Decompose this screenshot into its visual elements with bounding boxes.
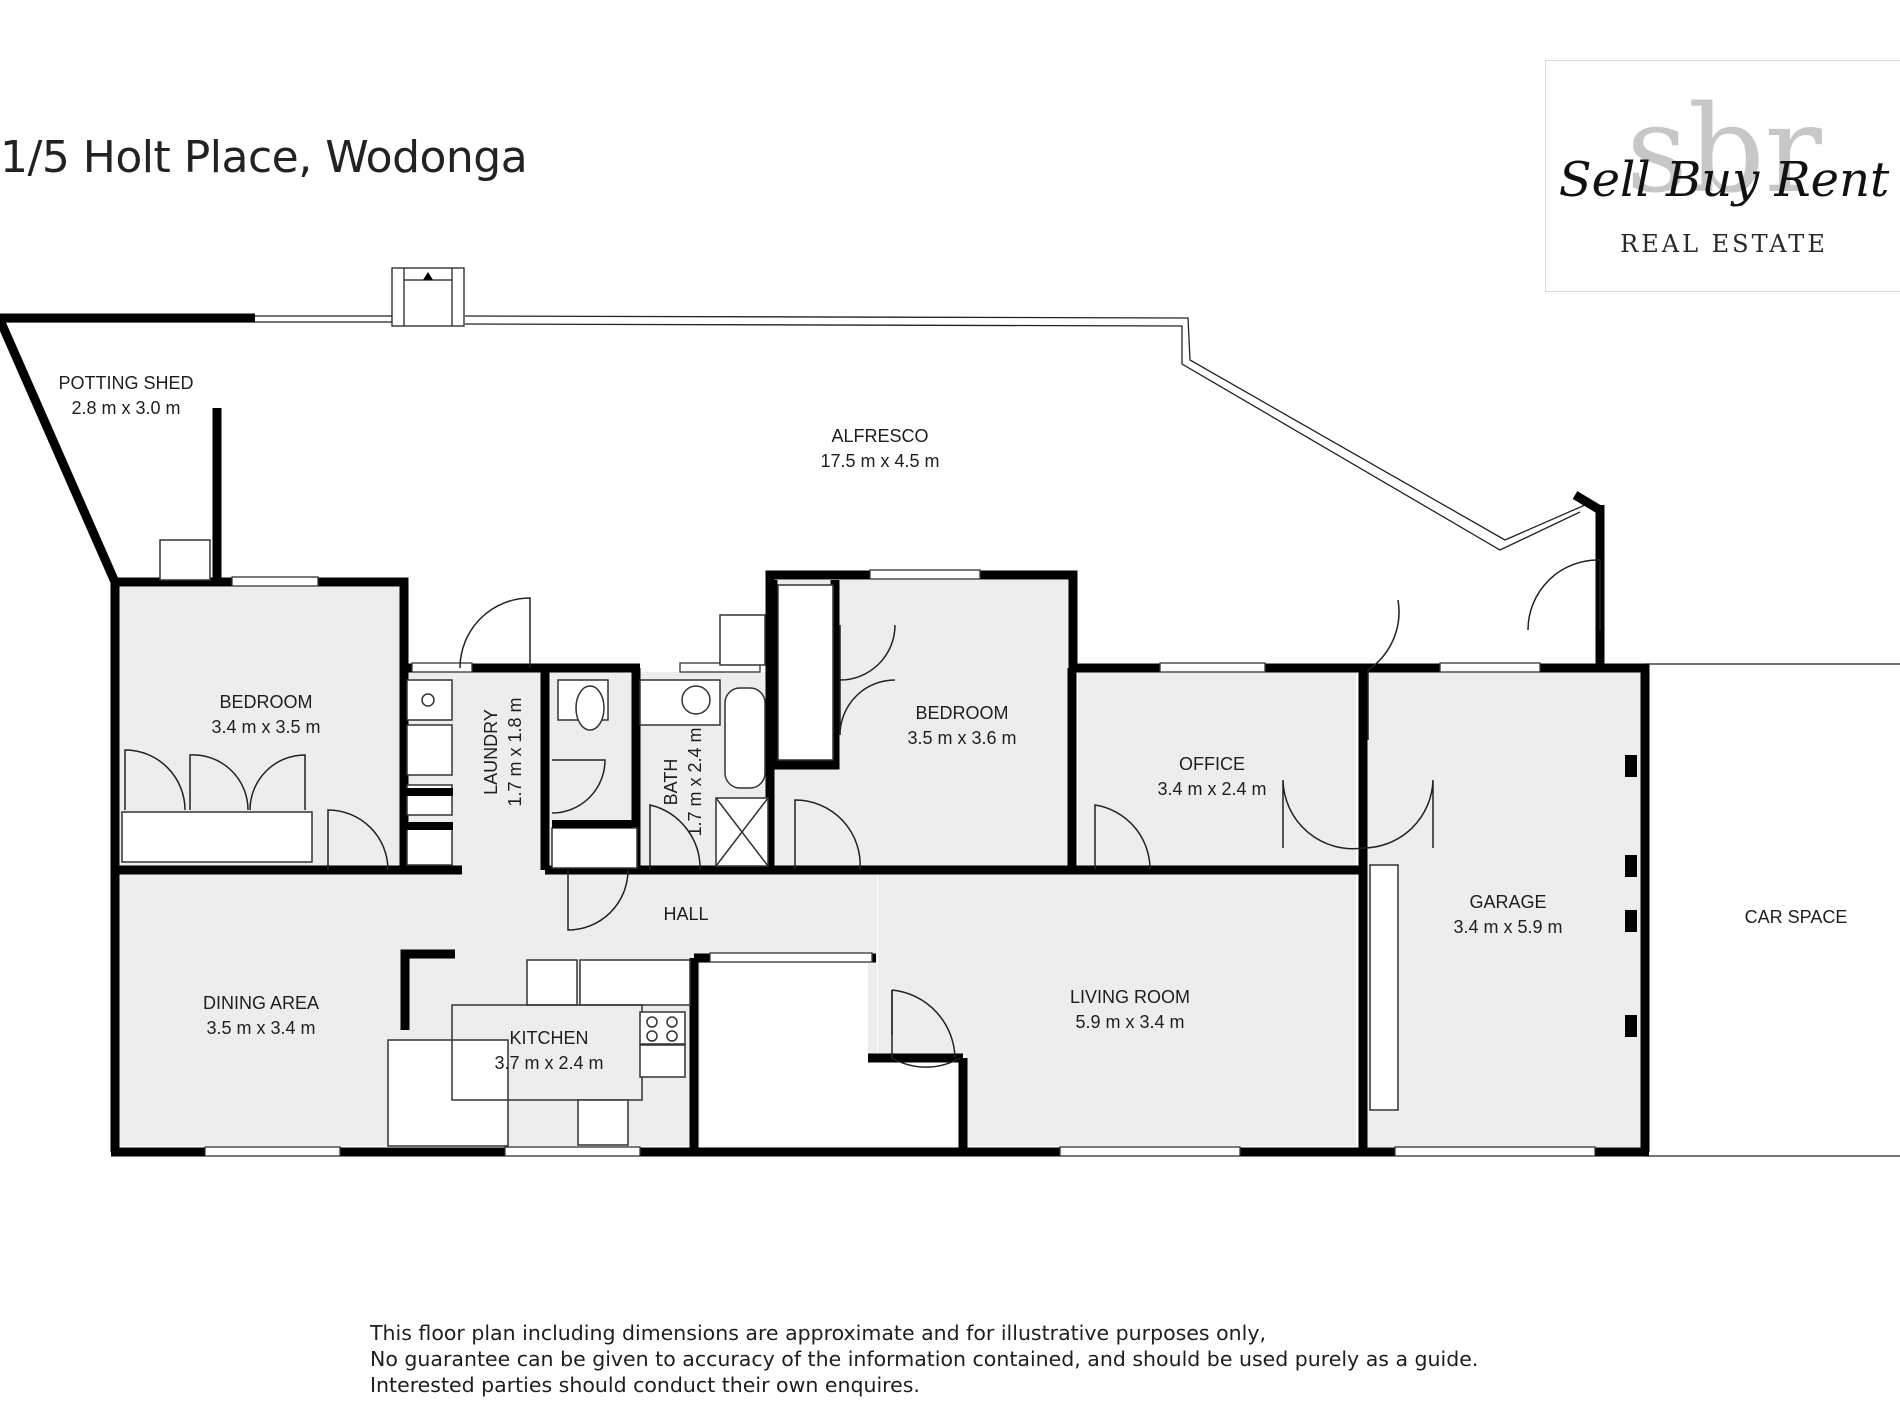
laundry-name: LAUNDRY [481, 709, 501, 795]
living-name: LIVING ROOM [1070, 987, 1190, 1007]
car-space-name: CAR SPACE [1745, 907, 1848, 927]
bath-name: BATH [661, 759, 681, 806]
disclaimer-line: No guarantee can be given to accuracy of… [370, 1347, 1479, 1371]
logo-script: Sell Buy Rent [1559, 152, 1890, 208]
bedroom-2-dims: 3.5 m x 3.6 m [907, 728, 1016, 748]
garage-name: GARAGE [1469, 892, 1546, 912]
room-labels: POTTING SHED 2.8 m x 3.0 m ALFRESCO 17.5… [58, 373, 1847, 1073]
garage-wall-piers [405, 755, 1637, 1037]
hall-name: HALL [663, 904, 708, 924]
windows [204, 569, 1596, 1157]
interior-voids [387, 963, 966, 1156]
agency-logo-graphic: sbr Sell Buy Rent REAL ESTATE [1559, 81, 1890, 258]
dining-dims: 3.5 m x 3.4 m [206, 1018, 315, 1038]
kitchen-sink-icon [577, 1099, 629, 1146]
cooktop-icon [639, 1011, 686, 1045]
property-address-title: 1/5 Holt Place, Wodonga [0, 132, 528, 183]
washer-icon [406, 724, 453, 776]
garage-dims: 3.4 m x 5.9 m [1453, 917, 1562, 937]
dining-name: DINING AREA [203, 993, 319, 1013]
office-dims: 3.4 m x 2.4 m [1157, 779, 1266, 799]
office-name: OFFICE [1179, 754, 1245, 774]
arrow-up-icon [423, 272, 433, 280]
potting-shed-dims: 2.8 m x 3.0 m [71, 398, 180, 418]
alfresco-name: ALFRESCO [831, 426, 928, 446]
disclaimer-line: Interested parties should conduct their … [370, 1373, 920, 1397]
living-dims: 5.9 m x 3.4 m [1075, 1012, 1184, 1032]
doors [124, 559, 1601, 1068]
logo-subtitle: REAL ESTATE [1620, 230, 1828, 258]
disclaimer: This floor plan including dimensions are… [370, 1320, 1478, 1398]
bath-dims: 1.7 m x 2.4 m [685, 727, 705, 836]
alfresco-dims: 17.5 m x 4.5 m [820, 451, 939, 471]
agency-logo: sbr Sell Buy Rent REAL ESTATE [1545, 60, 1900, 292]
bathtub-icon [724, 687, 766, 789]
kitchen-dims: 3.7 m x 2.4 m [494, 1053, 603, 1073]
laundry-dims: 1.7 m x 1.8 m [505, 697, 525, 806]
bedroom-1-name: BEDROOM [219, 692, 312, 712]
kitchen-name: KITCHEN [509, 1028, 588, 1048]
bedroom-2-name: BEDROOM [915, 703, 1008, 723]
potting-shed-name: POTTING SHED [58, 373, 193, 393]
logo-monogram: sbr [1626, 81, 1822, 220]
disclaimer-line: This floor plan including dimensions are… [370, 1321, 1266, 1345]
bedroom-1-dims: 3.4 m x 3.5 m [211, 717, 320, 737]
